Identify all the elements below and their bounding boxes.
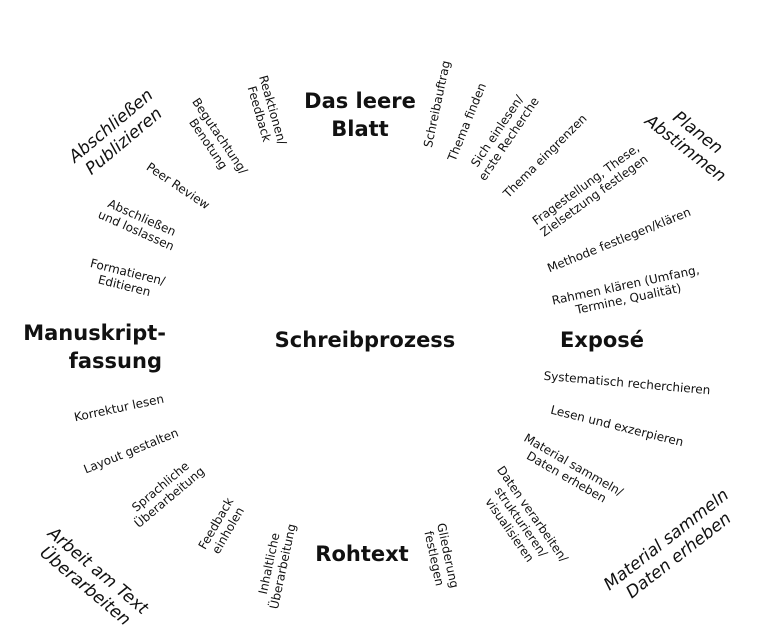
milestone-manuskript-line2: fassung (69, 349, 162, 373)
step-layout: Layout gestalten (82, 426, 181, 477)
step-sprachliche: Sprachliche Überarbeitung (129, 459, 207, 531)
phase-arbeit: Arbeit am Text Überarbeiten (36, 523, 153, 630)
step-rahmen: Rahmen klären (Umfang, Termine, Qualität… (551, 263, 701, 317)
step-korrektur: Korrektur lesen (73, 392, 165, 425)
phase-planen: Planen Abstimmen (640, 107, 730, 186)
phase-material: Material sammeln Daten erheben (600, 485, 735, 603)
step-peer-review-line1: Peer Review (144, 160, 213, 213)
step-formatieren: Formatieren/ Editieren (89, 256, 168, 299)
milestone-expose: Exposé (560, 328, 644, 352)
step-reaktionen: Reaktionen/ Feedback (245, 74, 290, 148)
step-loslassen: Abschließen und loslassen (96, 196, 178, 253)
step-lesen: Lesen und exzerpieren (549, 403, 685, 450)
milestone-blatt: Das leere Blatt (304, 89, 416, 141)
step-begutachtung: Begutachtung/ Benotung (186, 95, 251, 177)
center-label: Schreibprozess (275, 328, 456, 352)
milestone-blatt-line2: Blatt (331, 117, 388, 141)
step-peer-review: Peer Review (144, 160, 213, 213)
milestone-manuskript-line1: Manuskript- (23, 321, 166, 345)
step-feedback-einholen: Feedback einholen (196, 495, 247, 556)
step-systematisch-line1: Systematisch recherchieren (543, 369, 711, 398)
step-systematisch: Systematisch recherchieren (543, 369, 711, 398)
step-korrektur-line1: Korrektur lesen (73, 392, 165, 425)
milestone-rohtext: Rohtext (315, 542, 408, 566)
step-schreibauftrag: Schreibauftrag (421, 59, 453, 148)
step-daten-verarbeiten: Daten verarbeiten/ strukturieren/ visual… (482, 463, 571, 565)
milestone-blatt-line1: Das leere (304, 89, 416, 113)
milestone-manuskript: Manuskript- fassung (23, 321, 166, 373)
step-inhaltliche: Inhaltliche Überarbeitung (256, 522, 299, 610)
step-gliederung: Gliederung festlegen (421, 522, 461, 590)
step-schreibauftrag-line1: Schreibauftrag (421, 59, 453, 148)
step-lesen-line1: Lesen und exzerpieren (549, 403, 685, 450)
step-layout-line1: Layout gestalten (82, 426, 181, 477)
